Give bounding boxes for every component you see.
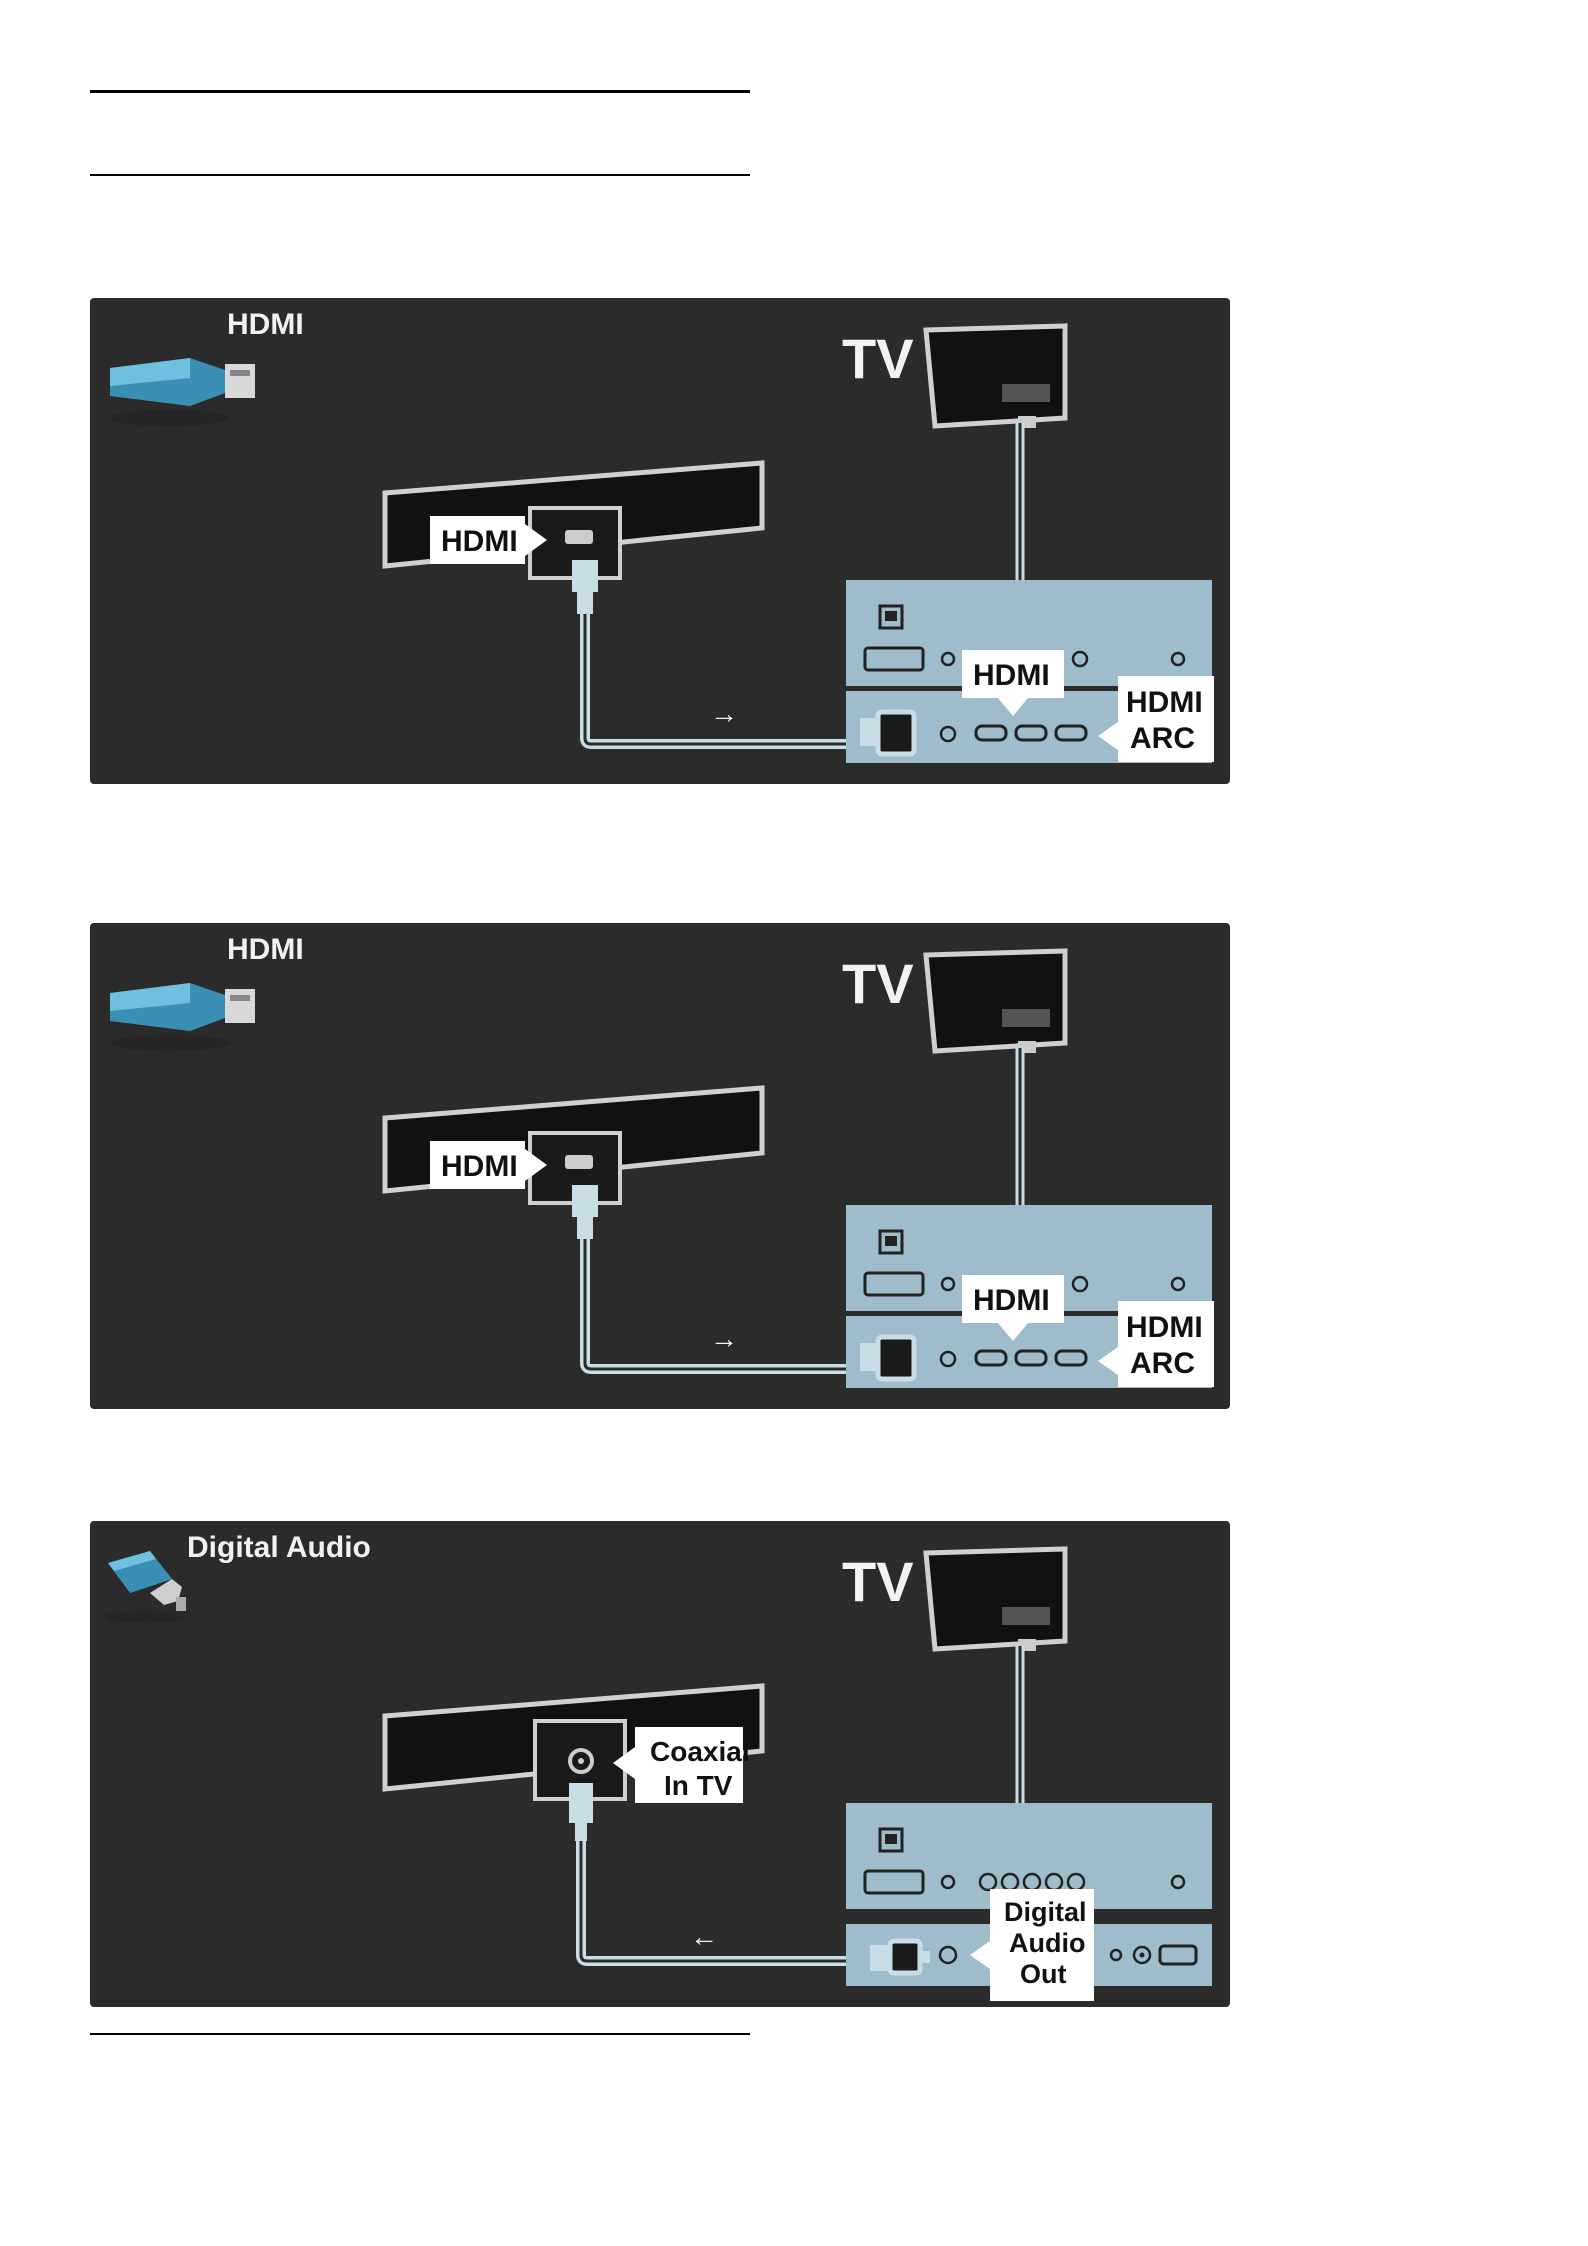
hdmi-plug-icon bbox=[110, 358, 255, 426]
tv-port-label-top: HDMI bbox=[973, 659, 1050, 692]
device-port-label: HDMI bbox=[441, 525, 518, 558]
tv-label: TV bbox=[842, 1550, 914, 1613]
device-port-label-box bbox=[635, 1727, 743, 1803]
tv-port-label-1: Digital bbox=[1004, 1897, 1087, 1927]
tv-port-label-right-2: ARC bbox=[1130, 1347, 1195, 1380]
signal-direction-arrow: ← bbox=[690, 1921, 718, 1952]
tv-icon bbox=[923, 1546, 1068, 1652]
hdmi-plug-icon bbox=[110, 983, 255, 1051]
tv-label: TV bbox=[842, 327, 914, 390]
device-port-label-box bbox=[430, 1141, 525, 1189]
device-port-label-box bbox=[430, 516, 525, 564]
device-plug bbox=[572, 1185, 598, 1217]
tv-port-label-box-top bbox=[962, 1275, 1064, 1323]
device-unit bbox=[382, 1085, 765, 1205]
connector-label: HDMI bbox=[227, 308, 304, 341]
tv-port-label-right-1: HDMI bbox=[1126, 686, 1203, 719]
tv-plug bbox=[870, 1945, 890, 1971]
tv-port-label-right-2: ARC bbox=[1130, 722, 1195, 755]
tv-icon bbox=[923, 323, 1068, 429]
hdmi-arc-diagram-1-svg: HDMI TV HDMI → bbox=[90, 298, 1230, 784]
tv-port-label-top: HDMI bbox=[973, 1284, 1050, 1317]
hdmi-arc-diagram-2-svg: HDMI TV HDMI → bbox=[90, 923, 1230, 1409]
section-rule bbox=[90, 174, 750, 176]
connector-label: HDMI bbox=[227, 933, 304, 966]
coaxial-input-port bbox=[568, 1748, 594, 1774]
tv-label: TV bbox=[842, 952, 914, 1015]
device-plug bbox=[569, 1783, 593, 1823]
tv-port-label-box bbox=[990, 1889, 1094, 2001]
tv-port-label-box-right bbox=[1118, 676, 1214, 762]
connector-label: Digital Audio bbox=[187, 1531, 371, 1564]
tv-port-label-right-1: HDMI bbox=[1126, 1311, 1203, 1344]
tv-plug bbox=[860, 718, 878, 746]
tv-port-label-3: Out bbox=[1020, 1959, 1067, 1989]
tv-icon bbox=[923, 948, 1068, 1054]
hdmi-arc-diagram-1: HDMI TV HDMI → bbox=[90, 298, 1230, 784]
coaxial-plug-icon bbox=[105, 1551, 186, 1623]
tv-port-label-box-right bbox=[1118, 1301, 1214, 1387]
tv-port-label-2: Audio bbox=[1009, 1928, 1085, 1958]
bottom-rule bbox=[90, 2033, 750, 2035]
hdmi-arc-diagram-2: HDMI TV HDMI → bbox=[90, 923, 1230, 1409]
device-port-label-2: In TV bbox=[664, 1770, 733, 1801]
signal-direction-arrow: → bbox=[710, 698, 738, 729]
device-plug bbox=[572, 560, 598, 592]
digital-audio-diagram: Digital Audio TV Coaxial In TV ← bbox=[90, 1521, 1230, 2007]
device-port-label-1: Coaxial bbox=[650, 1736, 750, 1767]
tv-plug bbox=[860, 1343, 878, 1371]
signal-direction-arrow: → bbox=[710, 1323, 738, 1354]
top-rule bbox=[90, 90, 750, 93]
tv-port-label-box-top bbox=[962, 650, 1064, 698]
device-port-label: HDMI bbox=[441, 1150, 518, 1183]
digital-audio-diagram-svg: Digital Audio TV Coaxial In TV ← bbox=[90, 1521, 1230, 2007]
